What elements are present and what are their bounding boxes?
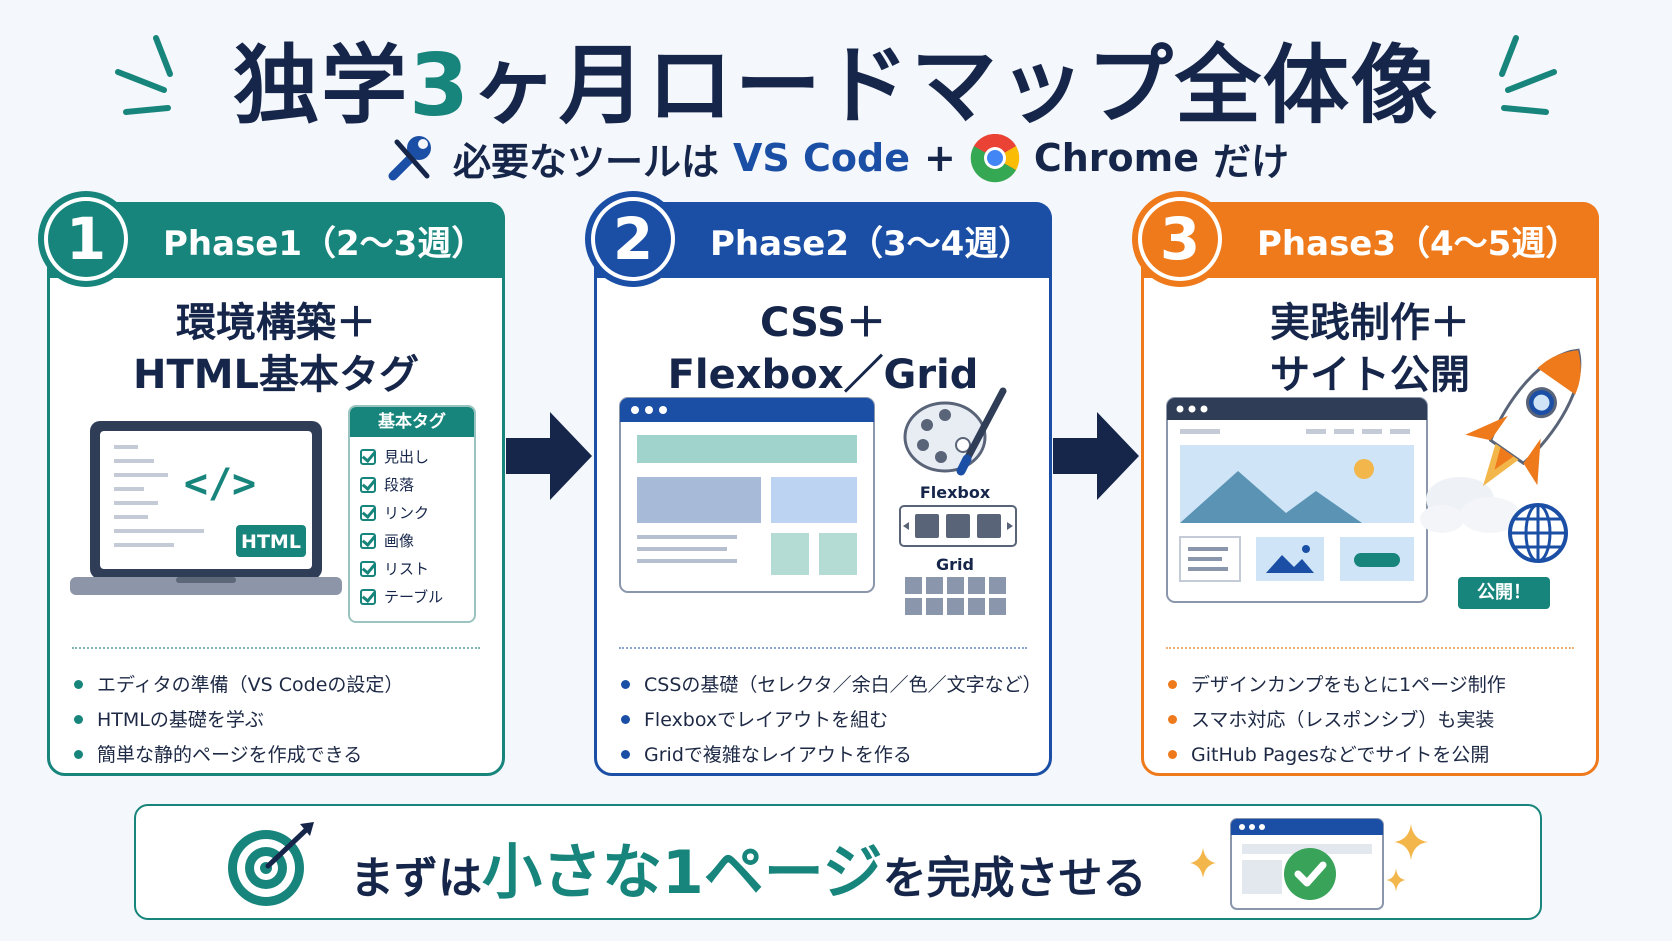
subtitle-plus: + xyxy=(923,136,956,180)
basic-tags-title: 基本タグ xyxy=(350,407,474,437)
phase-2-header: Phase2（3〜4週） xyxy=(594,202,1052,278)
page-title: 独学3ヶ月ロードマップ全体像 xyxy=(0,22,1672,136)
list-item: GitHub Pagesなどでサイトを公開 xyxy=(1168,737,1584,772)
tag-item: リンク xyxy=(360,499,474,527)
checkbox-icon xyxy=(360,589,376,605)
html-badge: HTML xyxy=(241,531,301,553)
phase-3-number: 3 xyxy=(1142,201,1218,277)
website-browser-illustration xyxy=(1166,397,1428,603)
arrow-right-icon xyxy=(506,412,592,500)
tag-item: リスト xyxy=(360,555,474,583)
subtitle-lead: 必要なツールは xyxy=(452,139,719,184)
goal-text-highlight: 小さな1ページ xyxy=(482,838,883,908)
laptop-illustration: </> HTML xyxy=(70,421,342,595)
phase-1-heading-line1: 環境構築＋ xyxy=(176,300,376,346)
tag-item: 見出し xyxy=(360,443,474,471)
goal-text: まずは 小さな1ページ を完成させる xyxy=(350,824,1147,908)
phase-2-number: 2 xyxy=(595,201,671,277)
phase-1-label: Phase1（2〜3週） xyxy=(163,223,486,264)
rocket-icon xyxy=(1420,348,1582,533)
flexbox-diagram-icon xyxy=(899,505,1017,547)
divider xyxy=(619,647,1027,649)
title-part1: 独学 xyxy=(233,35,410,136)
grid-label: Grid xyxy=(936,555,974,574)
phase-2-bullets: CSSの基礎（セレクタ／余白／色／文字など） Flexboxでレイアウトを組む … xyxy=(621,667,1042,772)
list-item: デザインカンプをもとに1ページ制作 xyxy=(1168,667,1584,702)
phase-2-heading-line2: Flexbox／Grid xyxy=(667,352,979,398)
checkbox-icon xyxy=(360,561,376,577)
sparkle-icon xyxy=(1386,868,1406,892)
phase-1-heading: 環境構築＋ HTML基本タグ xyxy=(50,297,502,401)
checkbox-icon xyxy=(360,477,376,493)
chrome-icon xyxy=(970,133,1020,183)
subtitle-tail: だけ xyxy=(1212,139,1289,184)
title-part2: ヶ月ロードマップ全体像 xyxy=(470,35,1439,136)
goal-text-3: を完成させる xyxy=(882,853,1147,904)
list-item: エディタの準備（VS Codeの設定） xyxy=(74,667,490,702)
phase-3-card: Phase3（4〜5週） 3 実践制作＋ サイト公開 xyxy=(1132,191,1599,776)
subtitle-chrome: Chrome xyxy=(1033,136,1199,180)
phase-3-bullets: デザインカンプをもとに1ページ制作 スマホ対応（レスポンシブ）も実装 GitHu… xyxy=(1168,667,1584,772)
phase-1-bullets: エディタの準備（VS Codeの設定） HTMLの基礎を学ぶ 簡単な静的ページを… xyxy=(74,667,490,772)
phase-2-number-badge: 2 xyxy=(585,191,681,287)
grid-diagram-icon xyxy=(905,577,1006,615)
phase-2-card: Phase2（3〜4週） 2 CSS＋ Flexbox／Grid Flexbox xyxy=(585,191,1052,776)
subtitle-vscode: VS Code xyxy=(733,136,910,180)
phase-3-number-badge: 3 xyxy=(1132,191,1228,287)
list-item: HTMLの基礎を学ぶ xyxy=(74,702,490,737)
phase-3-heading-line2: サイト公開 xyxy=(1270,352,1470,398)
code-symbol: </> xyxy=(184,461,256,507)
burst-lines-left xyxy=(115,35,173,115)
tag-item: テーブル xyxy=(360,583,474,611)
checkbox-icon xyxy=(360,533,376,549)
tag-item: 段落 xyxy=(360,471,474,499)
checkbox-icon xyxy=(360,505,376,521)
tag-item: 画像 xyxy=(360,527,474,555)
publish-badge: 公開！ xyxy=(1458,577,1550,609)
arrow-right-icon xyxy=(1053,412,1139,500)
checkbox-icon xyxy=(360,449,376,465)
phase-2-heading-line1: CSS＋ xyxy=(760,300,886,346)
completed-page-icon xyxy=(1230,818,1384,910)
sparkle-icon xyxy=(1394,824,1428,860)
phase-3-label: Phase3（4〜5週） xyxy=(1257,223,1580,264)
phase-2-heading: CSS＋ Flexbox／Grid xyxy=(597,297,1049,401)
layout-browser-illustration xyxy=(619,397,875,593)
paint-palette-icon xyxy=(903,387,1007,476)
subtitle: 必要なツールは VS Code + Chrome だけ xyxy=(0,130,1672,186)
sparkle-icon xyxy=(1190,848,1216,878)
list-item: Flexboxでレイアウトを組む xyxy=(621,702,1037,737)
goal-text-1: まずは xyxy=(350,853,482,904)
list-item: スマホ対応（レスポンシブ）も実装 xyxy=(1168,702,1584,737)
list-item: Gridで複雑なレイアウトを作る xyxy=(621,737,1037,772)
globe-icon xyxy=(1508,503,1568,563)
title-accent: 3 xyxy=(409,35,471,136)
phase-1-heading-line2: HTML基本タグ xyxy=(132,352,420,398)
divider xyxy=(72,647,480,649)
goal-banner: まずは 小さな1ページ を完成させる xyxy=(134,804,1542,920)
phase-1-number: 1 xyxy=(48,201,124,277)
divider xyxy=(1166,647,1574,649)
list-item: 簡単な静的ページを作成できる xyxy=(74,737,490,772)
tools-icon xyxy=(388,136,431,181)
phase-3-heading: 実践制作＋ サイト公開 xyxy=(1144,297,1596,401)
target-icon xyxy=(228,822,314,906)
flexbox-label: Flexbox xyxy=(919,483,991,502)
phase-1-card: Phase1（2〜3週） 1 環境構築＋ HTML基本タグ </> HTML 基… xyxy=(38,191,505,776)
list-item: CSSの基礎（セレクタ／余白／色／文字など） xyxy=(621,667,1042,702)
burst-lines-right xyxy=(1499,35,1557,115)
phase-2-label: Phase2（3〜4週） xyxy=(710,223,1033,264)
basic-tags-card: 基本タグ 見出し 段落 リンク 画像 リスト テーブル xyxy=(348,405,476,623)
phase-3-heading-line1: 実践制作＋ xyxy=(1270,300,1470,346)
phase-1-number-badge: 1 xyxy=(38,191,134,287)
